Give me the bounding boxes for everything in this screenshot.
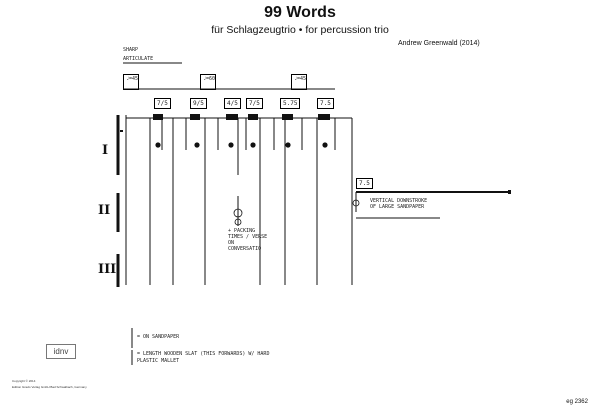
end-mark	[508, 190, 511, 194]
performance-note-articulate: ARTICULATE	[123, 56, 154, 62]
meter-box: 7/5	[246, 98, 263, 109]
beam-block	[282, 114, 293, 120]
note-head	[228, 142, 234, 148]
note-head	[285, 142, 291, 148]
performance-note-sharp: SHARP	[123, 47, 139, 53]
beam-block	[153, 114, 163, 120]
publisher-logo: idnv	[46, 344, 76, 359]
right-annotation: VERTICAL DOWNSTROKE OF LARGE SANDPAPER	[370, 198, 428, 210]
meter-box: 7.5	[317, 98, 334, 109]
player-label-3: III	[98, 262, 117, 277]
meter-box: 7/5	[154, 98, 171, 109]
note-head	[250, 142, 256, 148]
meter-box: 5.75	[280, 98, 301, 109]
bell-symbol	[233, 199, 360, 226]
composer-credit: Andrew Greenwald (2014)	[398, 40, 480, 47]
legend-entry-2: = LENGTH WOODEN SLAT (THIS FORWARDS) W/ …	[137, 351, 270, 364]
legend-entry-1: = ON SANDPAPER	[137, 334, 180, 340]
score-title: 99 Words	[264, 4, 336, 21]
meter-box: 9/5	[190, 98, 207, 109]
circle-mark	[352, 199, 360, 207]
accent-mark	[120, 130, 123, 132]
score-subtitle: für Schlagzeugtrio • for percussion trio	[211, 24, 389, 36]
beam-block	[190, 114, 200, 120]
note-head	[155, 142, 161, 148]
note-head	[194, 142, 200, 148]
beam-block	[248, 114, 258, 120]
player-label-2: II	[98, 203, 111, 218]
player-label-1: I	[102, 143, 109, 158]
copyright-line: Copyright © 2014	[12, 379, 36, 383]
note-head	[322, 142, 328, 148]
bell-annotation: + PACKING TIMES / VERSE ON CONVERSATIO	[228, 228, 268, 252]
publisher-line: Edition Gravis Verlag GmbH Bad Schwalbac…	[12, 385, 87, 389]
meter-box: 7.5	[356, 178, 373, 189]
meter-box: 4/5	[224, 98, 241, 109]
catalogue-number: eg 2362	[566, 399, 588, 405]
beam-block	[318, 114, 330, 120]
beam-block	[226, 114, 238, 120]
